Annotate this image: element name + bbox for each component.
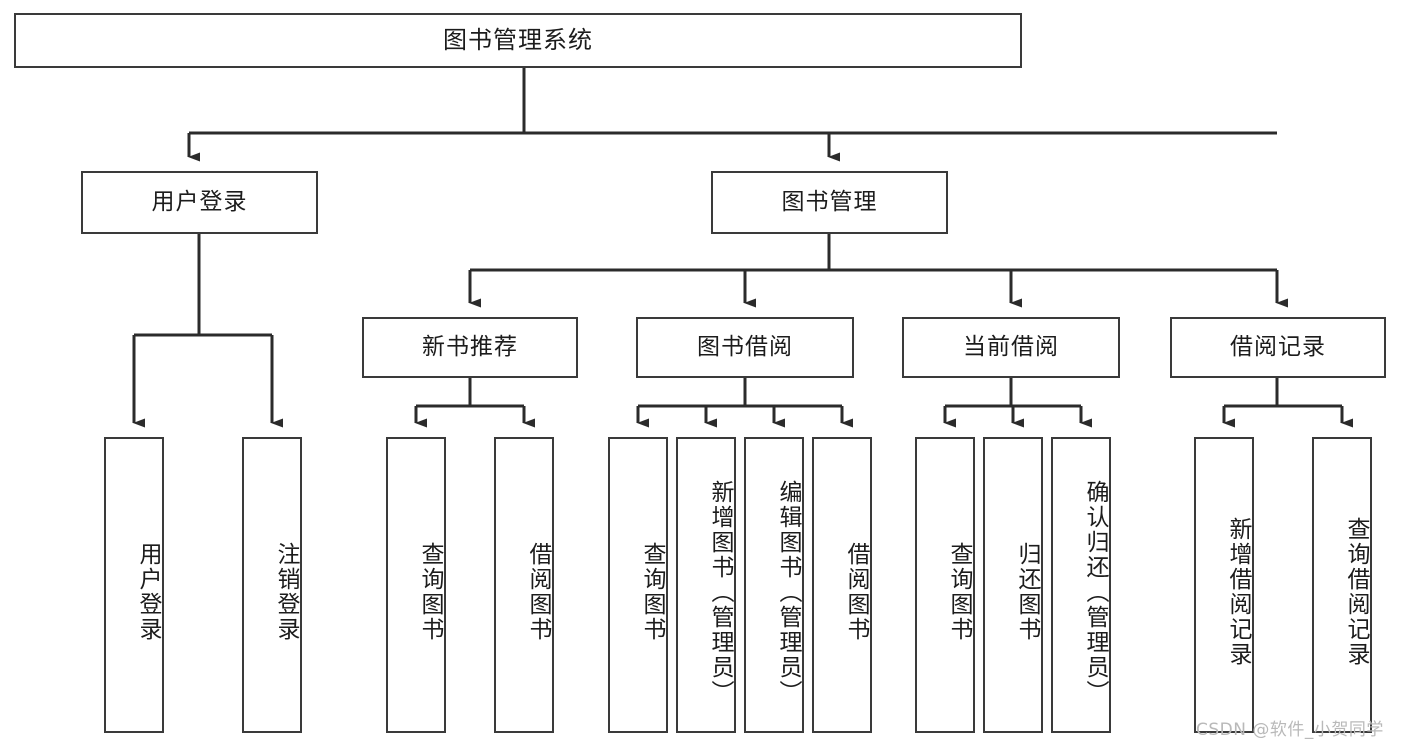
node-label: 查询借阅记录 bbox=[1343, 517, 1369, 667]
node-book-borrow[interactable]: 图书借阅 bbox=[636, 317, 854, 378]
node-label: 查询图书 bbox=[639, 542, 665, 642]
node-user-login[interactable]: 用户登录 bbox=[81, 171, 318, 234]
node-label: 确认归还（管理员） bbox=[1082, 479, 1108, 705]
leaf-borrow-add-book-admin[interactable]: 新增图书（管理员） bbox=[676, 437, 736, 733]
node-label: 用户登录 bbox=[135, 542, 161, 642]
leaf-recommend-query-book[interactable]: 查询图书 bbox=[386, 437, 446, 733]
node-new-book-recommend[interactable]: 新书推荐 bbox=[362, 317, 578, 378]
node-borrow-record[interactable]: 借阅记录 bbox=[1170, 317, 1386, 378]
node-label: 图书借阅 bbox=[697, 333, 793, 360]
node-book-management[interactable]: 图书管理 bbox=[711, 171, 948, 234]
node-label: 借阅记录 bbox=[1230, 333, 1326, 360]
node-label: 查询图书 bbox=[946, 542, 972, 642]
leaf-user-login-login[interactable]: 用户登录 bbox=[104, 437, 164, 733]
node-label: 用户登录 bbox=[151, 188, 248, 215]
node-label: 注销登录 bbox=[273, 542, 299, 642]
node-label: 新增借阅记录 bbox=[1225, 517, 1251, 667]
node-current-borrow[interactable]: 当前借阅 bbox=[902, 317, 1120, 378]
leaf-current-query-book[interactable]: 查询图书 bbox=[915, 437, 975, 733]
leaf-current-confirm-return-admin[interactable]: 确认归还（管理员） bbox=[1051, 437, 1111, 733]
node-label: 查询图书 bbox=[417, 542, 443, 642]
node-label: 新书推荐 bbox=[422, 333, 518, 360]
leaf-recommend-borrow-book[interactable]: 借阅图书 bbox=[494, 437, 554, 733]
leaf-record-query-record[interactable]: 查询借阅记录 bbox=[1312, 437, 1372, 733]
leaf-borrow-borrow-book[interactable]: 借阅图书 bbox=[812, 437, 872, 733]
node-label: 图书管理 bbox=[781, 188, 878, 215]
node-label: 归还图书 bbox=[1014, 542, 1040, 642]
leaf-borrow-query-book[interactable]: 查询图书 bbox=[608, 437, 668, 733]
node-root-system[interactable]: 图书管理系统 bbox=[14, 13, 1022, 68]
leaf-record-add-record[interactable]: 新增借阅记录 bbox=[1194, 437, 1254, 733]
node-label: 借阅图书 bbox=[525, 542, 551, 642]
node-label: 借阅图书 bbox=[843, 542, 869, 642]
leaf-borrow-edit-book-admin[interactable]: 编辑图书（管理员） bbox=[744, 437, 804, 733]
leaf-user-login-logout[interactable]: 注销登录 bbox=[242, 437, 302, 733]
node-label: 图书管理系统 bbox=[443, 26, 593, 55]
node-label: 当前借阅 bbox=[963, 333, 1059, 360]
node-label: 编辑图书（管理员） bbox=[775, 479, 801, 705]
leaf-current-return-book[interactable]: 归还图书 bbox=[983, 437, 1043, 733]
csdn-watermark: CSDN @软件_小贺同学 bbox=[1196, 720, 1384, 740]
node-label: 新增图书（管理员） bbox=[707, 479, 733, 705]
